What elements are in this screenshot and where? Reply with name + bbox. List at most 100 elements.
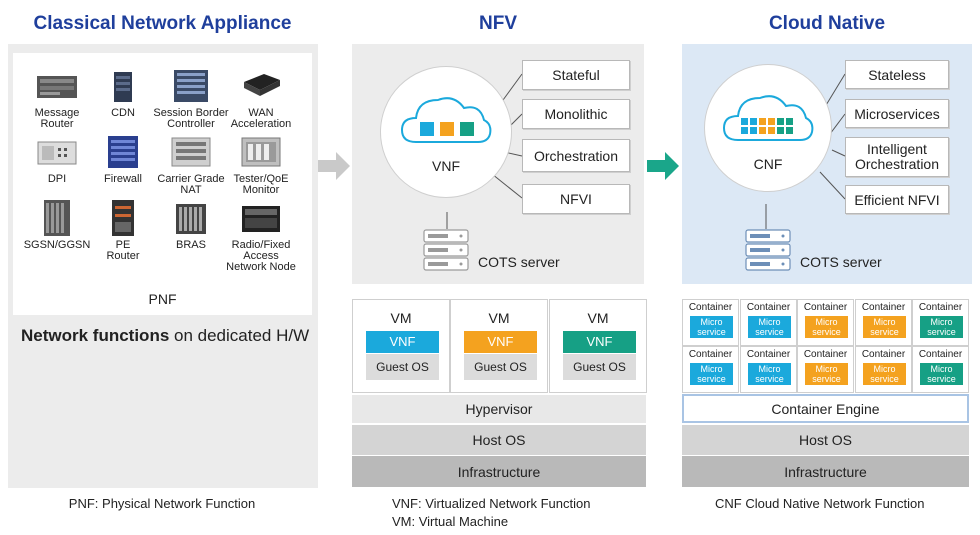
- vnf-circle-label: VNF: [432, 158, 460, 174]
- cnf-host-os-layer: Host OS: [682, 425, 969, 455]
- pnf-device: CDN: [80, 68, 166, 119]
- cnf-tag-intelligent-orchestration: Intelligent Orchestration: [845, 137, 949, 177]
- nfv-server-label: COTS server: [478, 254, 560, 270]
- vm-label: VM: [390, 310, 412, 326]
- microservice-block: Micro service: [748, 363, 791, 385]
- vnf-bar: VNF: [464, 331, 537, 353]
- pnf-device-label: Tester/QoE Monitor: [233, 173, 289, 196]
- pnf-device: WAN Acceleration: [218, 68, 304, 130]
- container-label: Container: [746, 302, 791, 313]
- pnf-device: Message Router: [14, 68, 100, 130]
- cnf-circle-label: CNF: [753, 156, 783, 172]
- access-node-icon: [238, 200, 284, 236]
- cnf-block: [741, 127, 748, 134]
- cnf-infrastructure-layer: Infrastructure: [682, 456, 969, 487]
- microservice-block: Micro service: [920, 363, 963, 385]
- microservice-block: Micro service: [805, 316, 848, 338]
- container-label: Container: [803, 349, 848, 360]
- sgsn-chassis-icon: [34, 200, 80, 236]
- pnf-device-label: WAN Acceleration: [230, 107, 292, 130]
- nfv-infrastructure-layer: Infrastructure: [352, 456, 646, 487]
- vnf-square-orange: [440, 122, 454, 136]
- vnf-bar: VNF: [366, 331, 439, 353]
- cnf-block: [759, 127, 766, 134]
- wan-accelerator-icon: [238, 68, 284, 104]
- cdn-server-icon: [100, 68, 146, 104]
- vm-label: VM: [488, 310, 510, 326]
- container-engine-layer: Container Engine: [682, 394, 969, 423]
- caption-rest: on dedicated H/W: [169, 326, 310, 345]
- container-label: Container: [861, 349, 906, 360]
- pnf-label: PNF: [148, 291, 177, 307]
- cnf-block: [786, 127, 793, 134]
- pnf-device: DPI: [14, 134, 100, 185]
- cnf-server-label: COTS server: [800, 254, 882, 270]
- cnf-tag-efficient-nfvi: Efficient NFVI: [845, 185, 949, 214]
- firewall-icon: [100, 134, 146, 170]
- dpi-appliance-icon: [34, 134, 80, 170]
- cnf-block: [741, 118, 748, 125]
- pnf-device-label: Carrier Grade NAT: [157, 173, 225, 196]
- microservice-block: Micro service: [805, 363, 848, 385]
- pnf-footnote: PNF: Physical Network Function: [68, 496, 256, 511]
- pnf-device-label: CDN: [111, 107, 135, 119]
- microservice-block: Micro service: [748, 316, 791, 338]
- vnf-square-blue: [420, 122, 434, 136]
- server-icon: [423, 229, 469, 271]
- cnf-block: [786, 118, 793, 125]
- container-label: Container: [918, 349, 963, 360]
- cnf-block: [768, 127, 775, 134]
- cnf-tag-intelligent-text: Intelligent Orchestration: [854, 141, 940, 172]
- classical-title: Classical Network Appliance: [33, 13, 292, 34]
- microservice-block: Micro service: [863, 363, 906, 385]
- cnf-block: [777, 127, 784, 134]
- pe-router-icon: [100, 200, 146, 236]
- cnf-block: [759, 118, 766, 125]
- guest-os: Guest OS: [563, 354, 636, 380]
- teal-arrow-icon: [647, 152, 679, 180]
- grey-arrow-icon: [318, 152, 350, 180]
- vnf-square-teal: [460, 122, 474, 136]
- container-label: Container: [861, 302, 906, 313]
- pnf-device: Firewall: [80, 134, 166, 185]
- cnf-block: [777, 118, 784, 125]
- vnf-footnote: VNF: Virtualized Network Function: [392, 496, 591, 511]
- pnf-device-label: DPI: [47, 173, 67, 185]
- cnf-cloud-icon: [722, 95, 814, 141]
- sbc-icon: [168, 68, 214, 104]
- container-label: Container: [803, 302, 848, 313]
- pnf-device-label: PE Router: [106, 239, 140, 262]
- vm-label: VM: [587, 310, 609, 326]
- microservice-block: Micro service: [690, 316, 733, 338]
- container-label: Container: [918, 302, 963, 313]
- pnf-device: PE Router: [80, 200, 166, 262]
- nfv-title: NFV: [479, 13, 517, 34]
- cnf-footnote: CNF Cloud Native Network Function: [715, 496, 925, 511]
- container-label: Container: [688, 349, 733, 360]
- nfv-tag-stateful: Stateful: [522, 60, 630, 90]
- cnf-tag-microservices: Microservices: [845, 99, 949, 128]
- bras-icon: [168, 200, 214, 236]
- nat-appliance-icon: [168, 134, 214, 170]
- microservice-block: Micro service: [920, 316, 963, 338]
- pnf-device-label: Message Router: [34, 107, 80, 130]
- cloud-native-title: Cloud Native: [768, 13, 886, 34]
- nfv-tag-monolithic: Monolithic: [522, 99, 630, 129]
- microservice-block: Micro service: [863, 316, 906, 338]
- pnf-device-label: Firewall: [104, 173, 142, 185]
- pnf-device: Radio/Fixed Access Network Node: [218, 200, 304, 273]
- pnf-device-label: SGSN/GGSN: [23, 239, 91, 251]
- cnf-block: [768, 118, 775, 125]
- microservice-block: Micro service: [690, 363, 733, 385]
- nfv-tag-nfvi: NFVI: [522, 184, 630, 214]
- pnf-device: BRAS: [144, 200, 238, 251]
